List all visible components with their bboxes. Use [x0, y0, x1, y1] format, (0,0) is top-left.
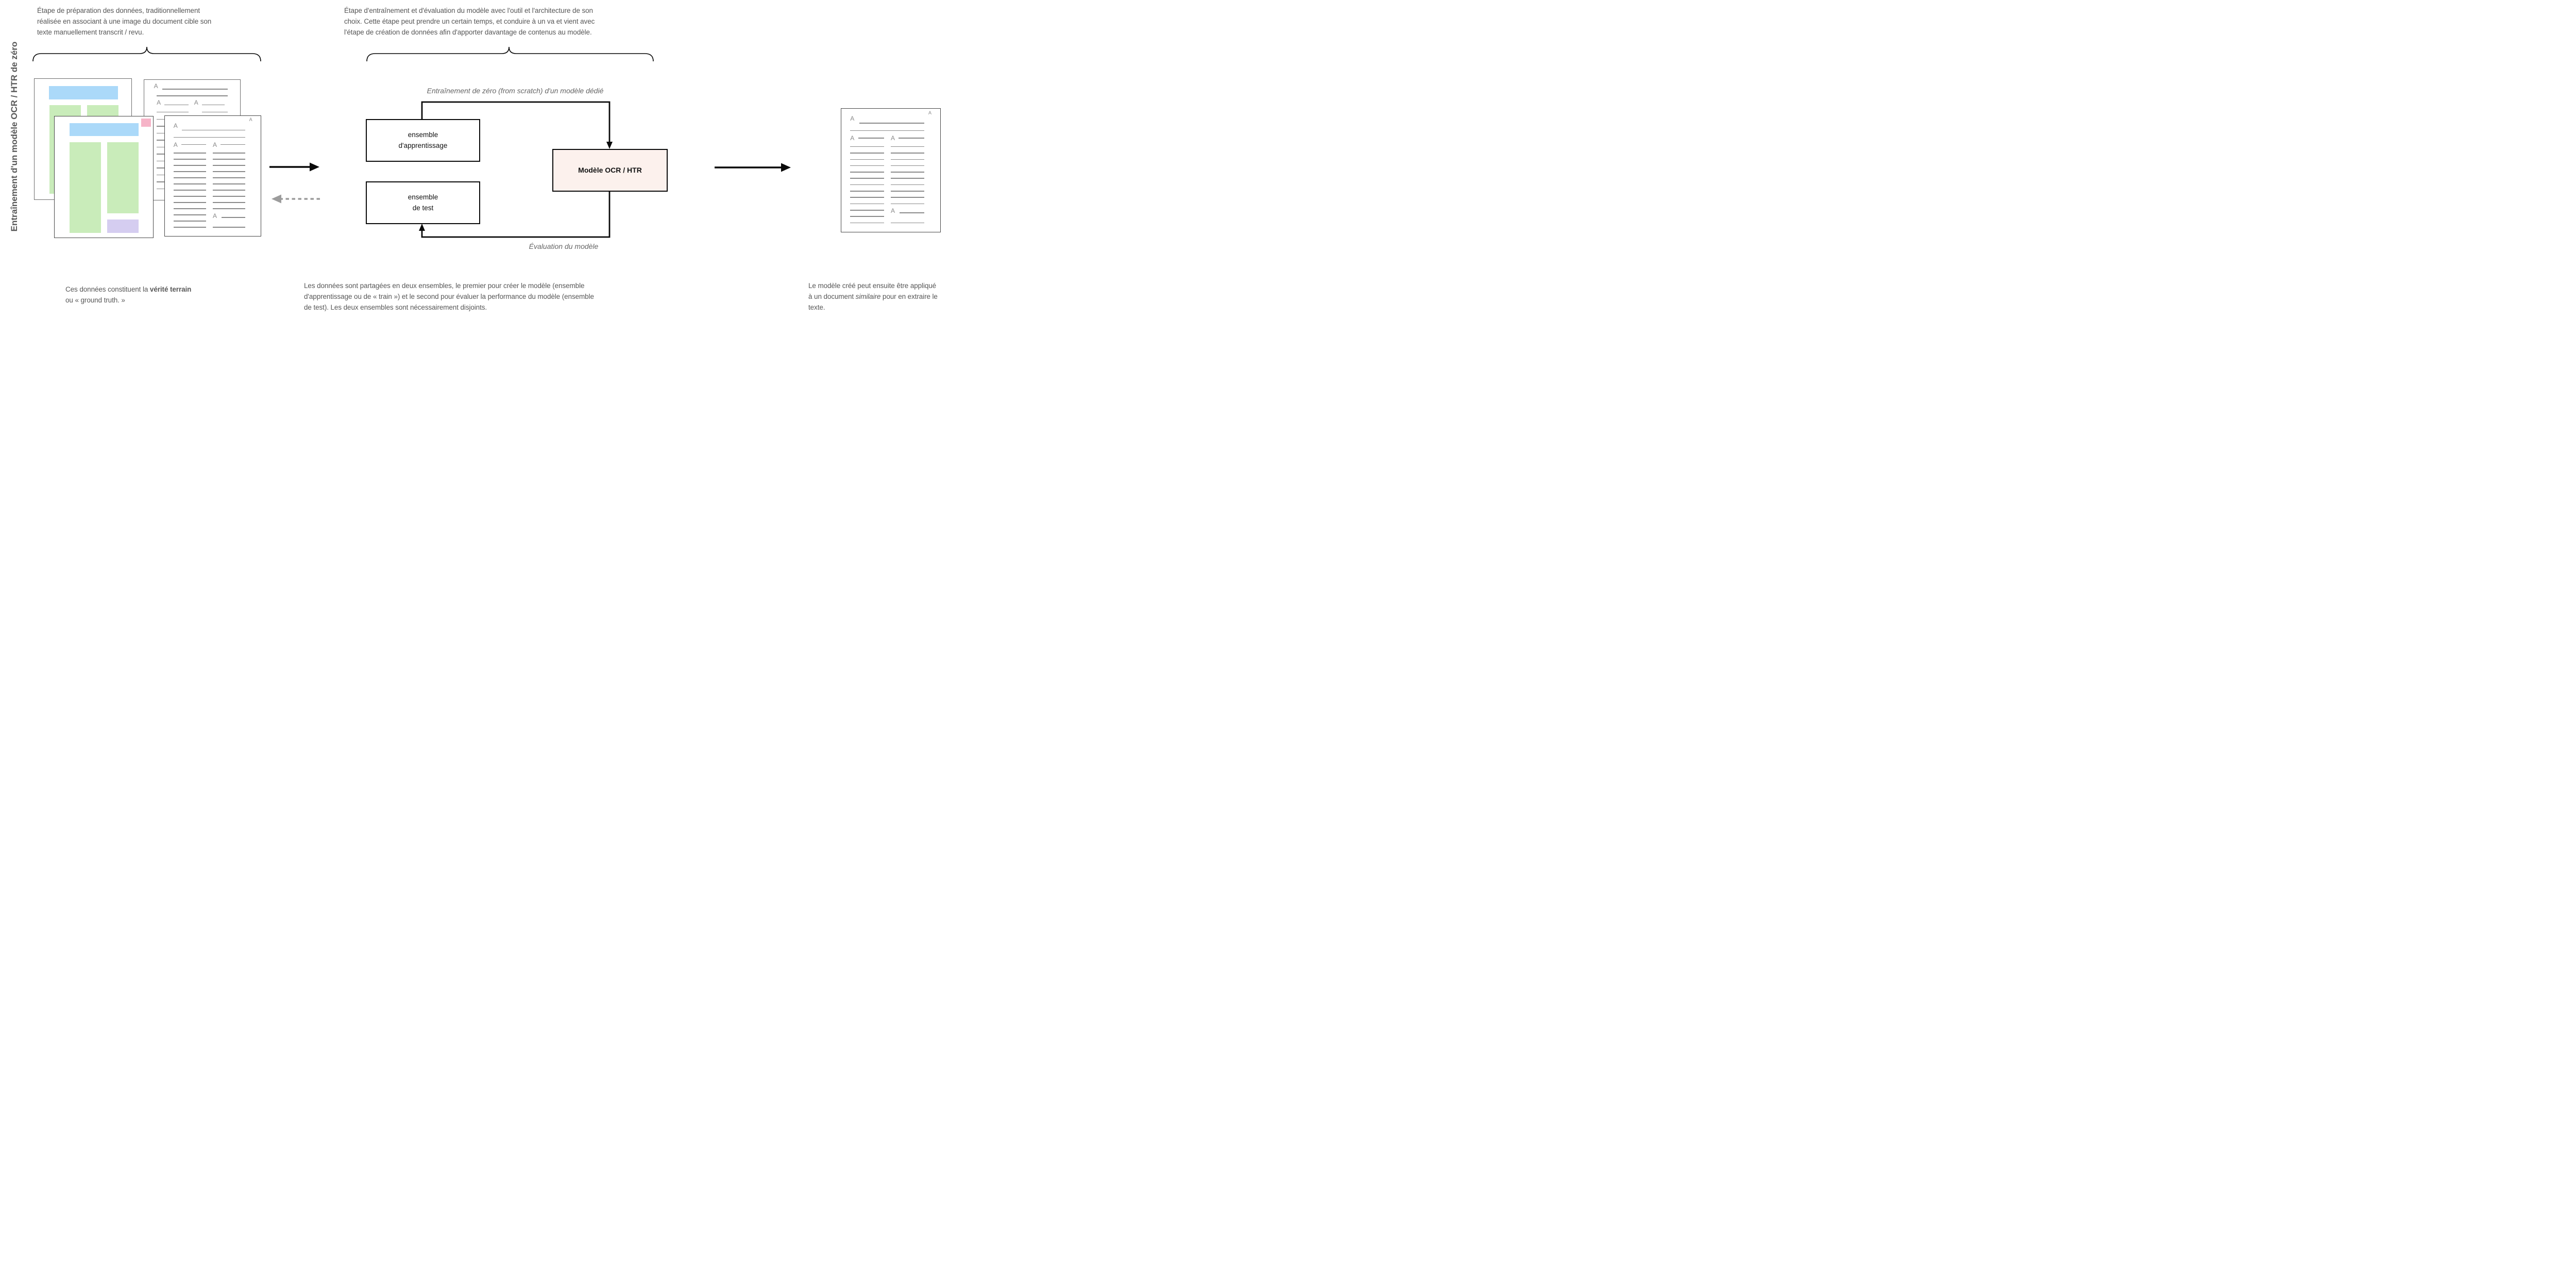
placeholder-letter: A	[194, 98, 198, 106]
braces-and-arrows-layer	[32, 46, 791, 238]
page-stamp-block	[141, 119, 151, 127]
note-apply-model: Le modèle créé peut ensuite être appliqu…	[808, 282, 938, 312]
note-ground-truth: Ces données constituent la vérité terrai…	[65, 285, 192, 305]
placeholder-letter: A	[928, 110, 931, 115]
label-train-from-scratch: Entraînement de zéro (from scratch) d'un…	[427, 87, 604, 95]
placeholder-letter: A	[173, 141, 178, 148]
note-data-preparation: Étape de préparation des données, tradit…	[37, 7, 212, 37]
connector-model-to-test	[419, 192, 611, 238]
page-header-block	[49, 86, 118, 99]
placeholder-letter: A	[213, 212, 217, 220]
placeholder-letter: A	[157, 98, 161, 106]
placeholder-letter: A	[850, 115, 855, 123]
note-train-test-split: Les données sont partagées en deux ensem…	[304, 282, 594, 312]
source-document-front	[54, 116, 154, 238]
page-column-block	[107, 142, 139, 213]
label-model-evaluation: Évaluation du modèle	[529, 242, 599, 250]
brace-training	[366, 46, 654, 62]
training-set-box: ensemble d'apprentissage	[366, 119, 480, 162]
brace-data-preparation	[32, 46, 261, 62]
test-set-box: ensemble de test	[366, 181, 480, 224]
note-training-step: Étape d'entraînement et d'évaluation du …	[344, 7, 595, 37]
placeholder-letter: A	[249, 117, 252, 123]
connector-training-to-model	[421, 101, 613, 149]
placeholder-letter: A	[154, 82, 158, 90]
placeholder-letter: A	[173, 122, 178, 129]
ocr-htr-model-box: Modèle OCR / HTR	[552, 149, 668, 192]
diagram-canvas: Entraînement d'un modèle OCR / HTR de zé…	[0, 0, 980, 316]
placeholder-letter: A	[850, 134, 855, 142]
page-header-block	[70, 123, 139, 136]
page-footer-block	[107, 220, 139, 233]
placeholder-letter: A	[891, 207, 895, 215]
page-column-block	[70, 142, 101, 233]
transcript-document-front: A A A A A	[164, 115, 261, 237]
result-document: A A A A A	[841, 108, 941, 232]
placeholder-letter: A	[213, 141, 217, 148]
placeholder-letter: A	[891, 134, 895, 142]
